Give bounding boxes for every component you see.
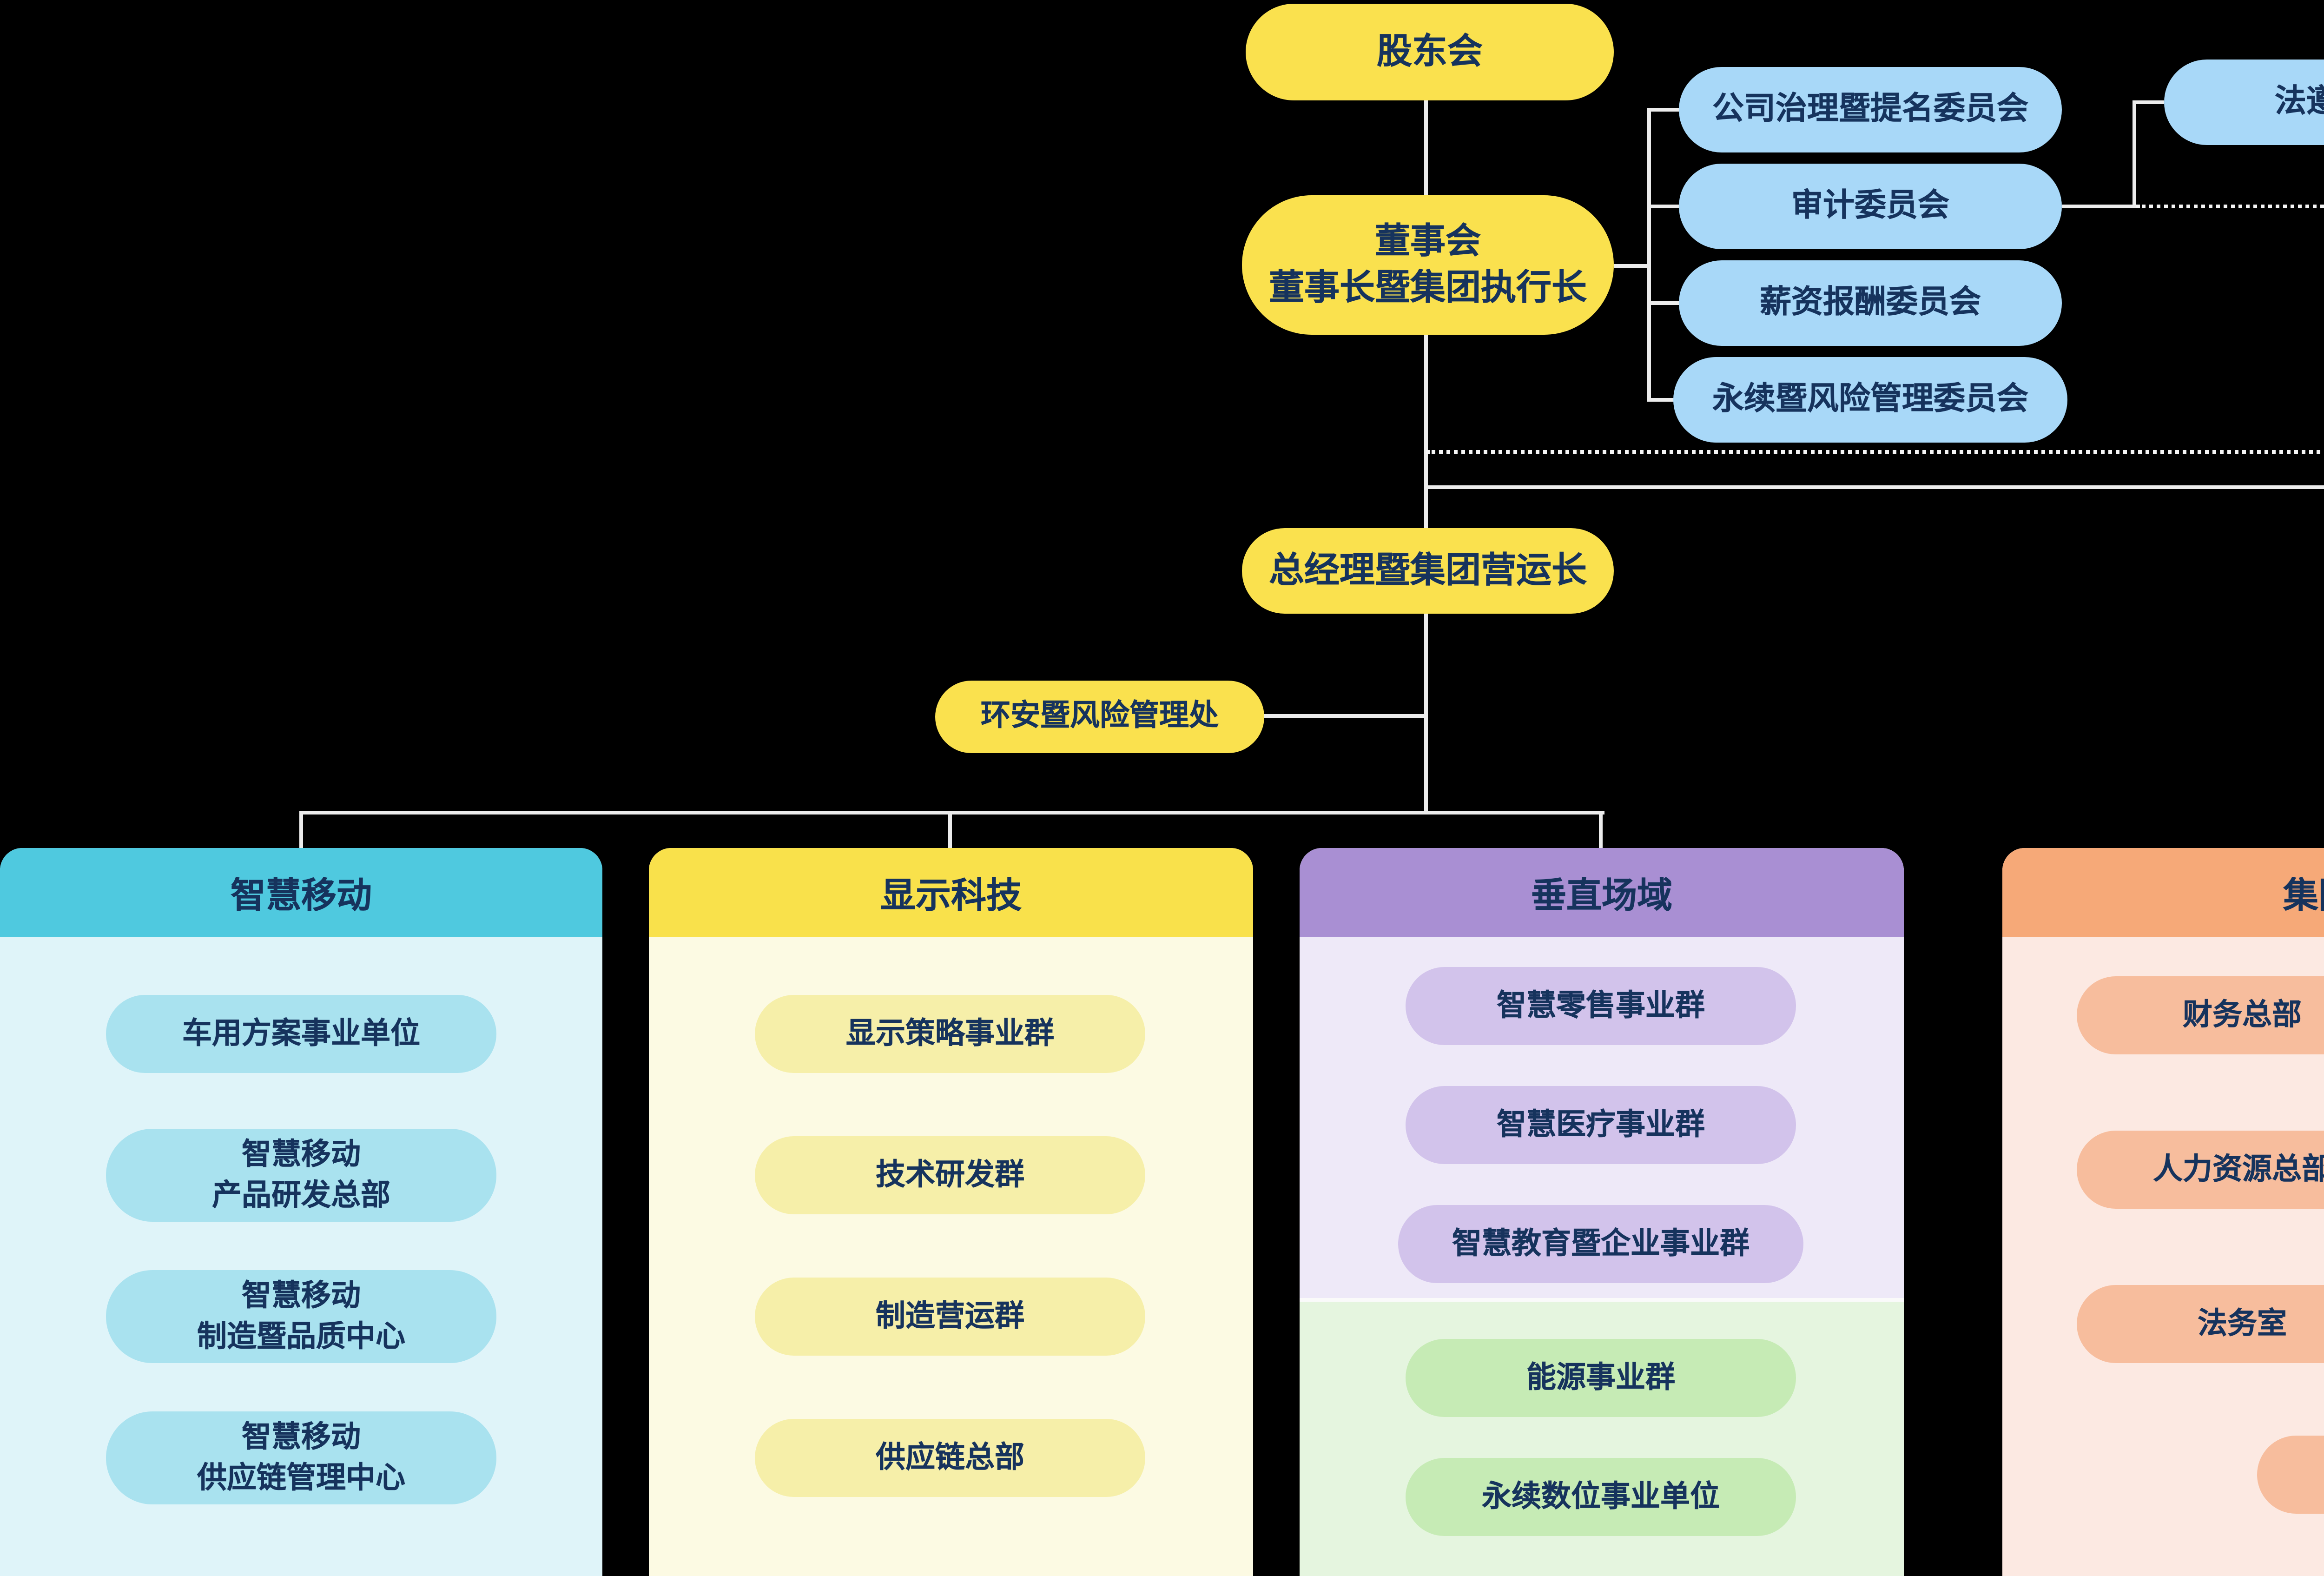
- division-smart-mobility-title: 智慧移动: [0, 848, 602, 937]
- connector-line: [2062, 205, 2136, 208]
- unit-human-resources-hq: 人力资源总部: [2077, 1131, 2324, 1209]
- unit-manufacturing-operations-group: 制造营运群: [755, 1278, 1145, 1356]
- unit-smart-education-enterprise-group: 智慧教育暨企业事业群: [1398, 1205, 1803, 1283]
- division-display-technology-title: 显示科技: [649, 848, 1253, 937]
- unit-label-line1: 智慧移动: [241, 1278, 361, 1314]
- unit-energy-group: 能源事业群: [1406, 1339, 1796, 1417]
- unit-label-line1: 智慧移动: [241, 1137, 361, 1172]
- unit-technology-rd-group: 技术研发群: [755, 1136, 1145, 1214]
- node-sustainability-risk-committee: 永续暨风险管理委员会: [1673, 357, 2067, 443]
- board-label-line1: 董事会: [1374, 221, 1481, 262]
- connector-line: [2133, 100, 2136, 208]
- node-shareholders-meeting: 股东会: [1246, 4, 1614, 100]
- unit-finance-hq: 财务总部: [2077, 976, 2324, 1054]
- unit-label-line2: 制造暨品质中心: [197, 1318, 405, 1354]
- division-display-technology: 显示科技 显示策略事业群 技术研发群 制造营运群 供应链总部: [649, 848, 1253, 1576]
- connector-line: [1424, 614, 1428, 814]
- unit-display-strategy-group: 显示策略事业群: [755, 995, 1145, 1073]
- connector-line: [1424, 485, 2324, 489]
- connector-line: [1647, 205, 1679, 208]
- connector-line: [1647, 398, 1679, 402]
- unit-legal-office: 法务室: [2077, 1285, 2324, 1363]
- connector-line: [1614, 264, 1651, 268]
- board-label-line2: 董事长暨集团执行长: [1268, 267, 1587, 308]
- unit-label-line1: 智慧移动: [241, 1419, 361, 1455]
- connector-line: [2133, 100, 2164, 104]
- division-vertical-domains-title: 垂直场域: [1300, 848, 1904, 937]
- connector-line: [1599, 811, 1603, 848]
- node-board-of-directors: 董事会 董事长暨集团执行长: [1242, 195, 1614, 335]
- connector-line: [1647, 108, 1651, 402]
- connector-line: [1647, 301, 1679, 305]
- unit-mobility-supply-chain-center: 智慧移动 供应链管理中心: [106, 1411, 496, 1504]
- unit-smart-healthcare-group: 智慧医疗事业群: [1406, 1086, 1796, 1164]
- node-president-coo: 总经理暨集团营运长: [1242, 528, 1614, 614]
- connector-line: [1424, 335, 1428, 528]
- division-smart-mobility: 智慧移动 车用方案事业单位 智慧移动 产品研发总部 智慧移动 制造暨品质中心 智…: [0, 848, 602, 1576]
- unit-smart-retail-group: 智慧零售事业群: [1406, 967, 1796, 1045]
- connector-line: [1264, 714, 1426, 718]
- node-chief-compliance-counsel: 法遵总顾问: [2164, 60, 2324, 145]
- unit-supply-chain-hq: 供应链总部: [755, 1419, 1145, 1497]
- unit-sustainable-digital-unit: 永续数位事业单位: [1406, 1458, 1796, 1536]
- unit-label-line2: 产品研发总部: [211, 1177, 390, 1212]
- node-audit-committee: 审计委员会: [1679, 164, 2062, 249]
- node-compensation-committee: 薪资报酬委员会: [1679, 260, 2062, 346]
- division-group-support-title: 集团营运支援单位: [2002, 848, 2324, 937]
- dotted-connector-line: [2136, 205, 2324, 208]
- unit-automotive-solutions: 车用方案事业单位: [106, 995, 496, 1073]
- unit-mobility-product-rd-hq: 智慧移动 产品研发总部: [106, 1129, 496, 1222]
- connector-line: [948, 811, 952, 848]
- division-vertical-domains: 垂直场域 智慧零售事业群 智慧医疗事业群 智慧教育暨企业事业群 能源事业群 永续…: [1300, 848, 1904, 1576]
- division-group-support: 集团营运支援单位 财务总部 数位技术发展总部 人力资源总部 永续发展总部 法务室…: [2002, 848, 2324, 1576]
- connector-line: [299, 811, 303, 848]
- unit-audit-management-office: 稽核管理处: [2257, 1436, 2324, 1514]
- unit-mobility-manufacturing-quality-center: 智慧移动 制造暨品质中心: [106, 1270, 496, 1363]
- node-ehs-risk-management-office: 环安暨风险管理处: [935, 681, 1264, 753]
- connector-line: [1424, 100, 1428, 195]
- connector-line: [1647, 108, 1679, 112]
- unit-label-line2: 供应链管理中心: [197, 1460, 405, 1495]
- dotted-connector-line: [1426, 450, 2324, 454]
- connector-line: [299, 811, 1604, 814]
- node-governance-nomination-committee: 公司治理暨提名委员会: [1679, 67, 2062, 152]
